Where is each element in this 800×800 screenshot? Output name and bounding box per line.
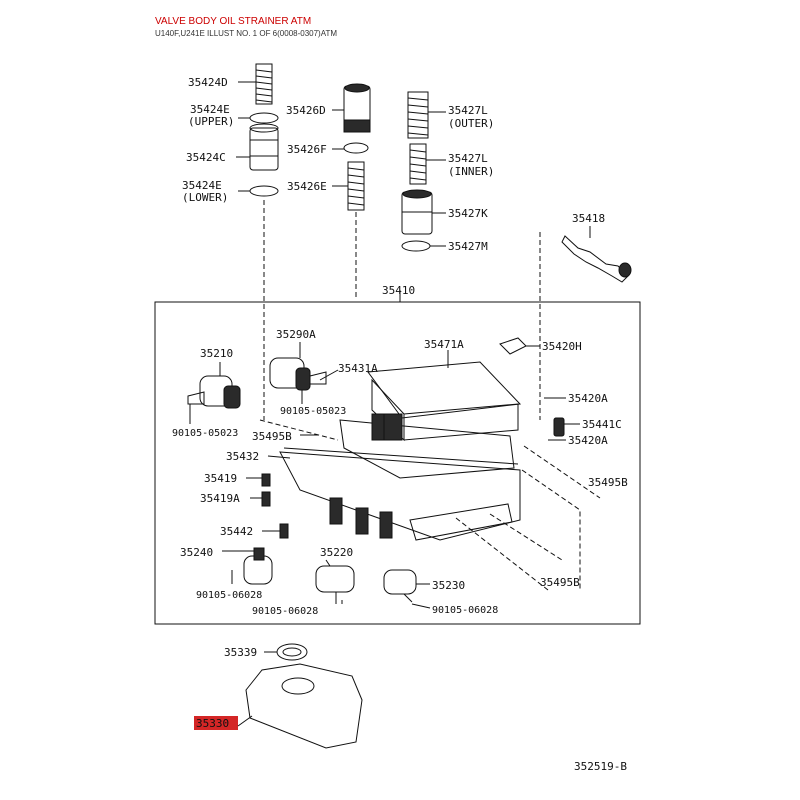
callout-35419A: 35419A xyxy=(200,492,240,505)
callout-35442: 35442 xyxy=(220,525,253,538)
callout-90105-05023-a: 90105-05023 xyxy=(280,406,346,417)
plug-35441C xyxy=(553,417,565,437)
callout-35427M: 35427M xyxy=(448,240,488,253)
solenoid-35290A xyxy=(269,357,327,391)
oil-strainer-35330 xyxy=(245,663,363,749)
ball-35419 xyxy=(261,473,271,487)
spring-35424D xyxy=(255,63,273,105)
o-ring-35424E-upper xyxy=(249,112,279,124)
highlight-35330 xyxy=(194,716,238,730)
callout-35424E-upper: 35424E xyxy=(190,103,230,116)
sensor-35420H xyxy=(499,337,527,355)
callout-35420A-2: 35420A xyxy=(568,434,608,447)
callout-35418: 35418 xyxy=(572,212,605,225)
callout-35427L-inner-note: (INNER) xyxy=(448,165,494,178)
callout-35290A: 35290A xyxy=(276,328,316,341)
valve-35426D xyxy=(343,83,371,133)
gasket-35339 xyxy=(276,643,308,661)
callout-90105-05023-b: 90105-05023 xyxy=(172,428,238,439)
callout-35220: 35220 xyxy=(320,546,353,559)
callout-35424E-lower: 35424E xyxy=(182,179,222,192)
o-ring-35424E-lower xyxy=(249,185,279,197)
callout-35427L-outer-note: (OUTER) xyxy=(448,117,494,130)
callout-35210: 35210 xyxy=(200,347,233,360)
plug-35442 xyxy=(279,523,289,539)
callout-35424E-upper-note: (UPPER) xyxy=(188,115,234,128)
solenoid-35210 xyxy=(187,375,241,409)
callout-35420A-1: 35420A xyxy=(568,392,608,405)
callout-35427L-outer: 35427L xyxy=(448,104,488,117)
callout-35471A: 35471A xyxy=(424,338,464,351)
illustration-number: 352519-B xyxy=(574,760,627,773)
o-ring-35426F xyxy=(343,142,369,154)
callout-35426D: 35426D xyxy=(286,104,326,117)
callout-35424C: 35424C xyxy=(186,151,226,164)
callout-35410: 35410 xyxy=(382,284,415,297)
callout-35427L-inner: 35427L xyxy=(448,152,488,165)
spring-35427L-outer xyxy=(407,91,429,139)
spring-35419A xyxy=(261,491,271,507)
o-ring-35427M xyxy=(401,240,431,252)
solenoid-35240 xyxy=(243,547,273,585)
callout-90105-06028-c: 90105-06028 xyxy=(432,605,498,616)
callout-35432: 35432 xyxy=(226,450,259,463)
callout-35230: 35230 xyxy=(432,579,465,592)
callout-35426E: 35426E xyxy=(287,180,327,193)
callout-35240: 35240 xyxy=(180,546,213,559)
callout-35431A: 35431A xyxy=(338,362,378,375)
callout-35495B-1: 35495B xyxy=(252,430,292,443)
spring-35427L-inner xyxy=(409,143,427,185)
wire-connector-35418 xyxy=(561,235,632,283)
solenoid-35220 xyxy=(315,565,355,604)
diagram-title: VALVE BODY OIL STRAINER ATM xyxy=(155,16,312,27)
valve-35424C xyxy=(249,123,279,171)
diagram-subtitle: U140F,U241E ILLUST NO. 1 OF 6(0008-0307)… xyxy=(155,29,338,38)
callout-90105-06028-b: 90105-06028 xyxy=(252,606,318,617)
callout-90105-06028-a: 90105-06028 xyxy=(196,590,262,601)
assembly-frame-35410 xyxy=(154,301,641,625)
callout-35420H: 35420H xyxy=(542,340,582,353)
callout-35495B-2: 35495B xyxy=(588,476,628,489)
callout-35339: 35339 xyxy=(224,646,257,659)
callout-35427K: 35427K xyxy=(448,207,488,220)
callout-35424E-lower-note: (LOWER) xyxy=(182,191,228,204)
callout-35495B-3: 35495B xyxy=(540,576,580,589)
valve-body-stack xyxy=(279,361,522,541)
callout-35424D: 35424D xyxy=(188,76,228,89)
callout-35419: 35419 xyxy=(204,472,237,485)
callout-35441C: 35441C xyxy=(582,418,622,431)
callout-35330: 35330 xyxy=(196,717,229,730)
solenoid-35230 xyxy=(383,569,417,603)
spring-35426E xyxy=(347,161,365,211)
callout-35426F: 35426F xyxy=(287,143,327,156)
valve-35427K xyxy=(401,189,433,235)
